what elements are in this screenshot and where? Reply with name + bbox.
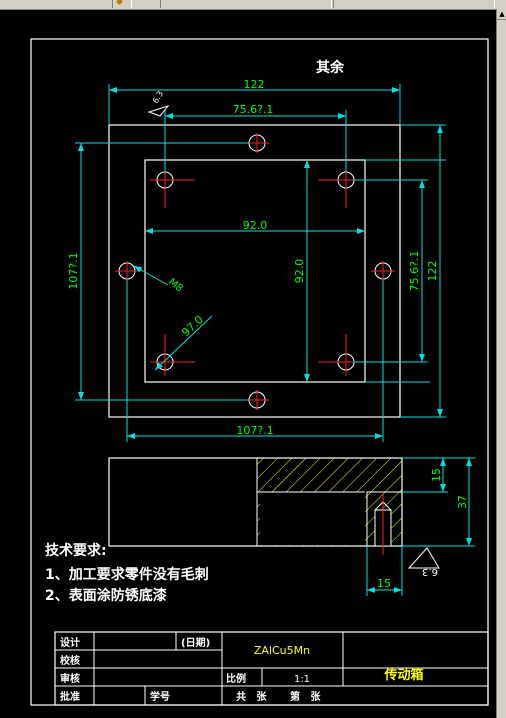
hole [115,261,139,281]
roughness-value-side: 6.3 [422,566,438,577]
plan-view: 其余 122 75.6?.1 92.0 92.0 122 75.6?.1 107… [67,59,446,442]
hole [318,166,360,208]
scale-label: 比例 [226,672,246,685]
date-label: (日期) [181,636,210,649]
dim-section-height: 37 [456,495,469,509]
technical-requirements: 技术要求: 1、加工要求零件没有毛刺 2、表面涂防锈底漆 [45,542,209,604]
toolbar-button[interactable] [112,0,132,8]
tech-requirement-item: 1、加工要求零件没有毛刺 [45,566,209,583]
toolbar: ◆ [0,0,506,10]
dim-bolt-span-bottom: 107?.1 [236,424,273,437]
title-block: 设计 (日期) 校核 审核 批准 学号 ZAlCu5Mn 比例 1:1 传动箱 … [54,631,489,706]
dim-outer-width: 122 [244,78,265,91]
approve-label: 批准 [60,690,80,703]
student-no-label: 学号 [150,690,170,703]
cad-drawing-canvas[interactable]: 其余 122 75.6?.1 92.0 92.0 122 75.6?.1 107… [0,9,496,718]
section-dimension-lines [366,457,475,596]
dim-inner-width: 92.0 [243,219,268,232]
dim-thread-size: M8 [166,277,185,295]
sheets-total-label: 共 张 [236,690,267,703]
roughness-value-top: 6.3 [151,89,165,105]
toolbar-dropdown[interactable] [333,0,495,8]
inner-pocket-outline [144,159,366,383]
hole [318,334,360,376]
proofread-label: 校核 [60,654,80,667]
dim-outer-height: 122 [426,261,439,282]
sheet-number-label: 第 张 [290,690,321,703]
outer-plate-outline [108,124,401,418]
dim-section-depth: 15 [430,468,443,482]
vertical-scrollbar[interactable]: ▲ [496,9,506,718]
scale-value: 1:1 [294,674,310,685]
surface-finish-note: 其余 [316,59,345,76]
dim-hole-spacing-h: 75.6?.1 [233,103,274,116]
holes [115,133,395,410]
dimension-lines [75,84,446,442]
dim-inner-height: 92.0 [293,259,306,284]
hole [150,334,195,376]
scroll-up-arrow-icon[interactable]: ▲ [497,9,506,20]
designer-label: 设计 [60,636,80,649]
material-value: ZAlCu5Mn [254,644,310,657]
dim-bolt-span-left: 107?.1 [67,252,80,289]
tech-requirements-title: 技术要求: [45,542,107,559]
toolbar-dropdown[interactable] [160,0,332,8]
dim-hole-spacing-v: 75.6?.1 [408,251,421,292]
layer-icon[interactable]: ◆ [116,0,123,7]
section-view: 15 37 15 6.3 [108,457,475,596]
review-label: 审核 [60,672,80,685]
part-name: 传动箱 [383,667,423,683]
hole [150,166,195,208]
tech-requirement-item: 2、表面涂防锈底漆 [45,587,167,604]
drawing-border [30,38,489,706]
hole [371,261,395,281]
dim-section-width: 15 [377,577,391,590]
dim-diagonal: 97.0 [179,313,206,339]
